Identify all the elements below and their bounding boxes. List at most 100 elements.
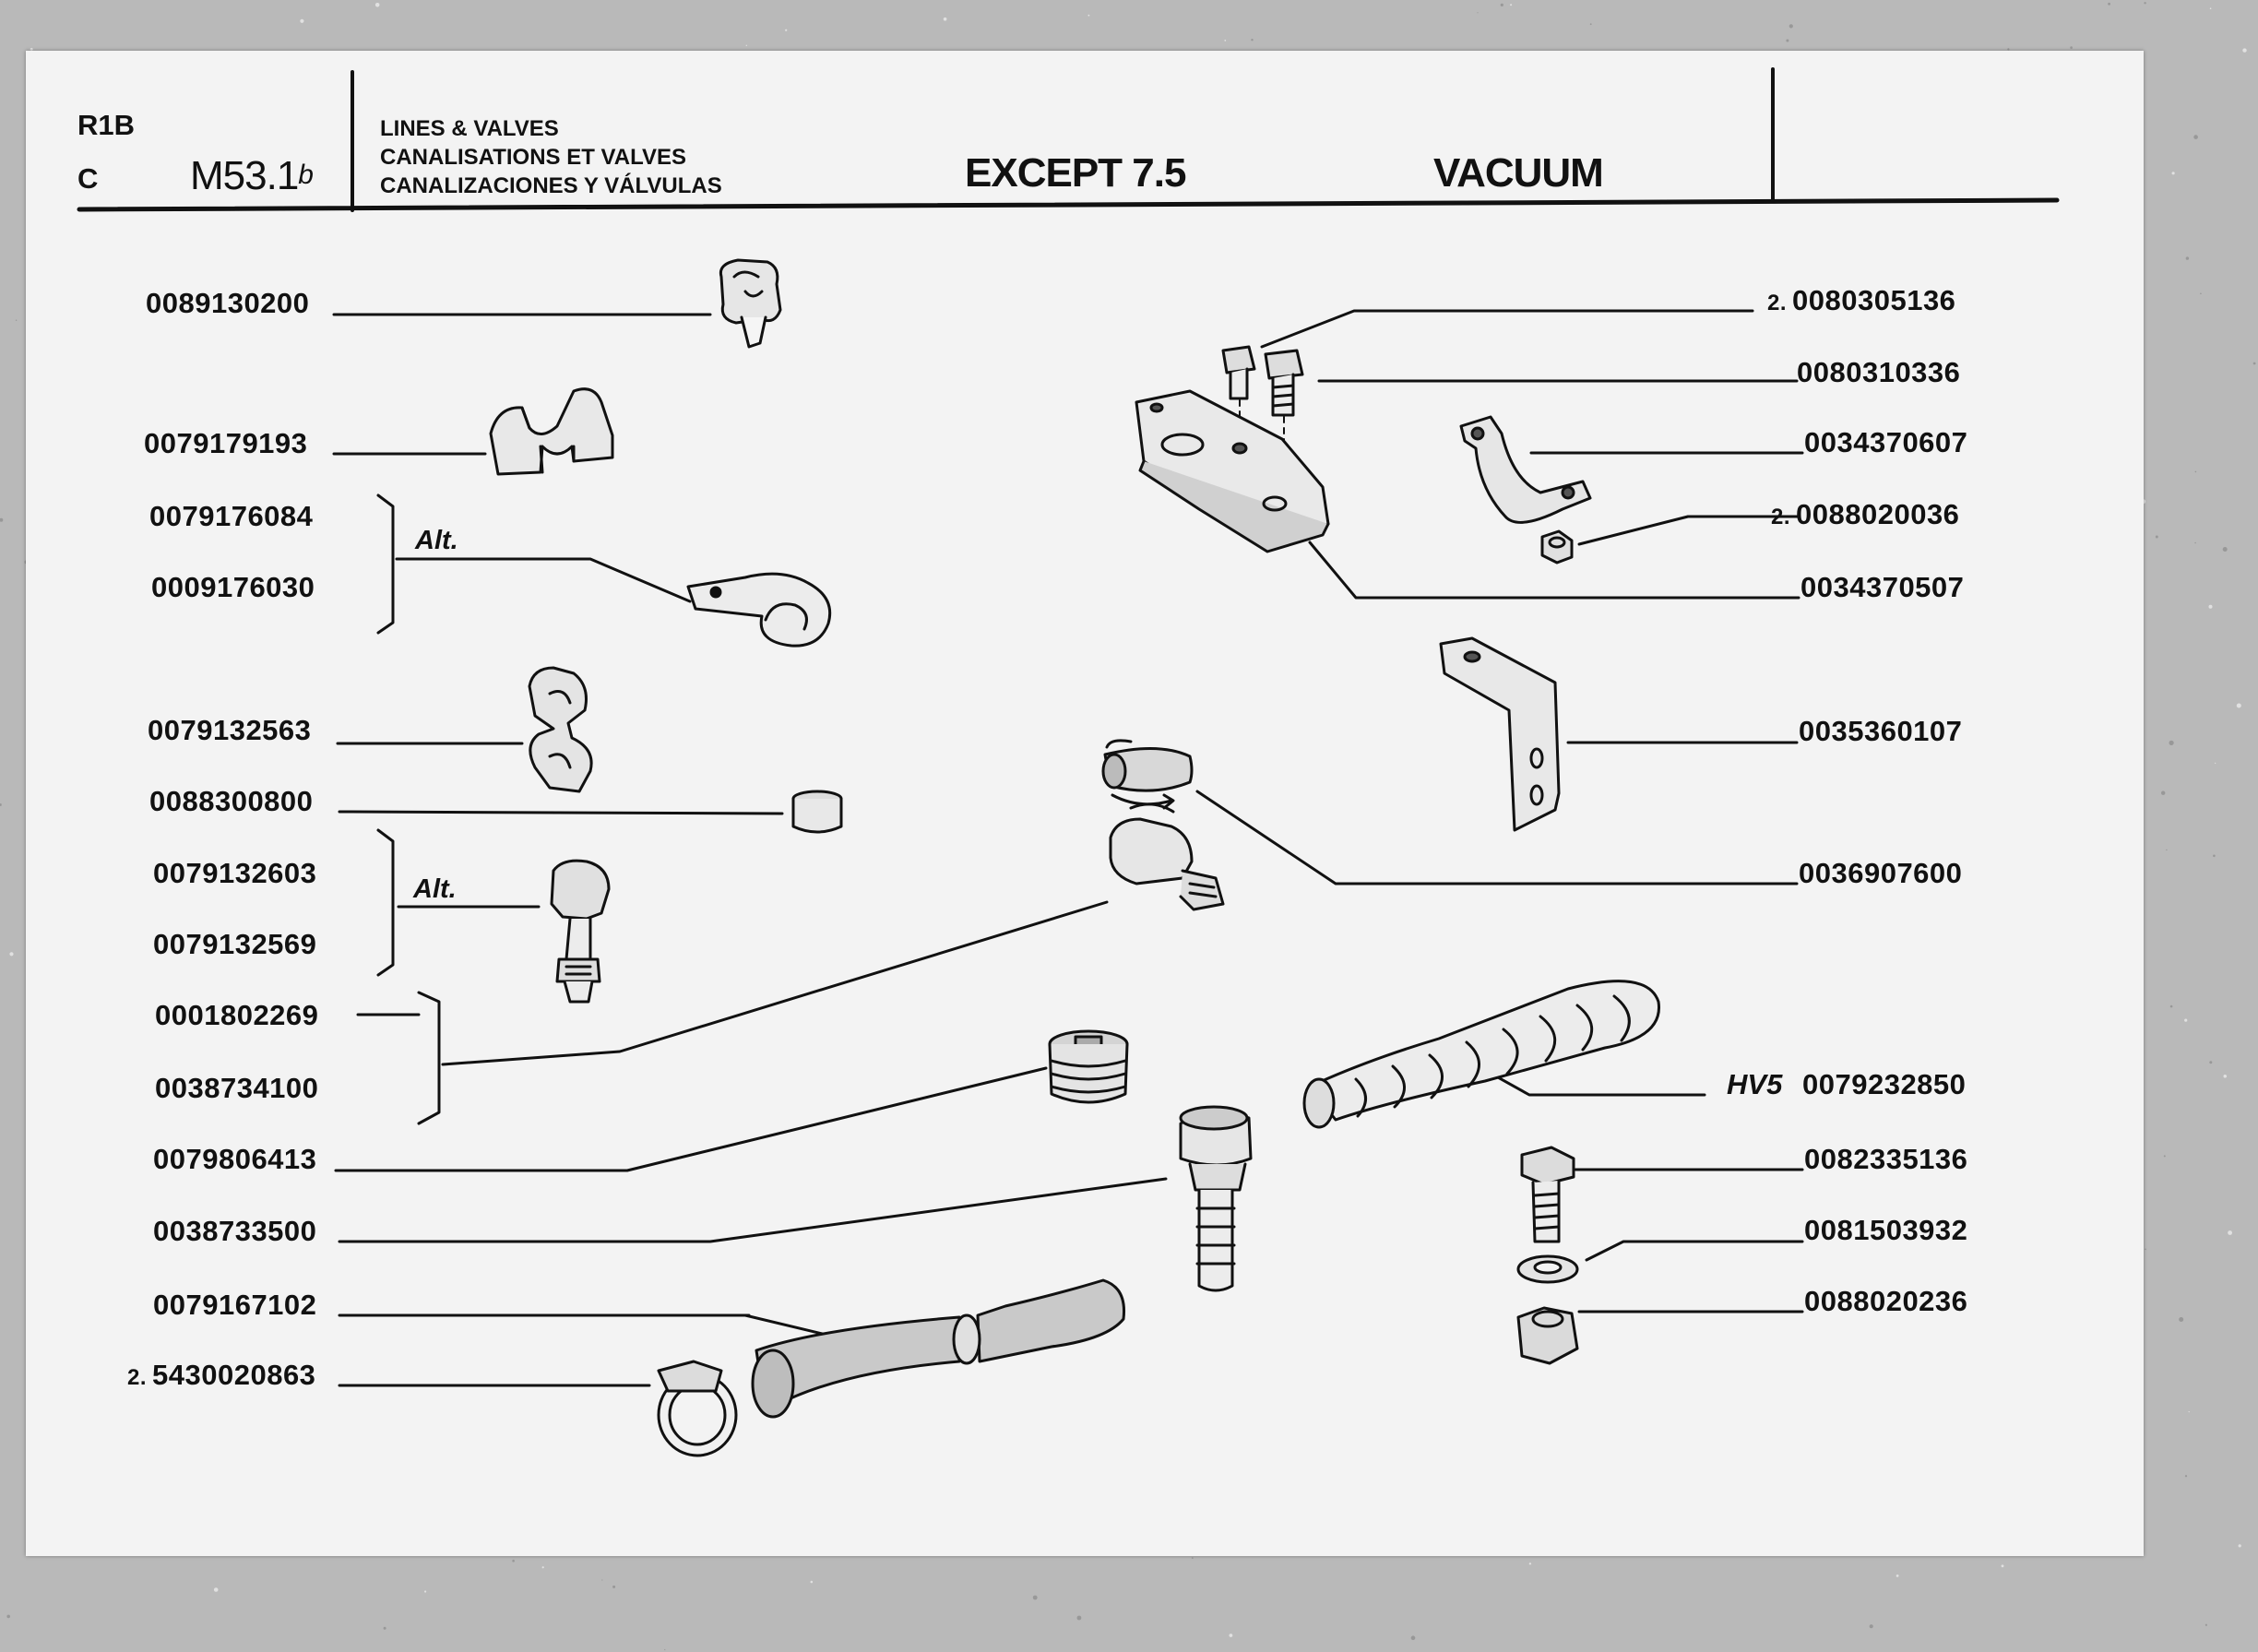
speckle-dot	[745, 44, 747, 46]
right-part-number-3: 0034370607	[1804, 426, 1968, 458]
left-part-number-4: 0009176030	[151, 571, 315, 603]
speckle-dot	[2169, 740, 2174, 746]
speckle-dot	[1076, 1615, 1082, 1621]
left-part-number-13: 0079167102	[153, 1289, 317, 1321]
speckle-dot	[2145, 1248, 2146, 1251]
left-part-number-7: 0079132603	[153, 857, 317, 889]
right-part-number-8: 0079232850	[1802, 1068, 1967, 1100]
left-part-number-11: 0079806413	[153, 1143, 317, 1175]
alt-label-1: Alt.	[415, 526, 458, 555]
left-part-number-14: 2.5430020863	[127, 1359, 316, 1391]
left-part-number-6: 0088300800	[149, 785, 314, 817]
sleeve-part	[1105, 739, 1133, 749]
speckle-dot	[2205, 1623, 2207, 1626]
speckle-dot	[374, 3, 380, 7]
speckle-dot	[2184, 1018, 2188, 1022]
speckle-dot	[1528, 1563, 1532, 1565]
rubber-hose-part	[751, 1278, 1126, 1419]
mounting-plate-part	[1135, 389, 1330, 553]
speckle-dot	[1786, 39, 1789, 42]
speckle-dot	[2194, 470, 2197, 473]
right-part-number-6: 0035360107	[1799, 715, 1963, 747]
speckle-dot	[2169, 1004, 2173, 1008]
plate-suffix: b	[298, 160, 314, 190]
speckle-dot	[1224, 40, 1227, 42]
speckle-dot	[2184, 1475, 2188, 1478]
speckle-dot	[2208, 604, 2213, 609]
strap-bracket-part	[1459, 415, 1592, 524]
right-part-number-4: 2.0088020036	[1771, 498, 1960, 530]
speckle-dot	[1869, 1624, 1873, 1629]
speckle-dot	[1192, 1557, 1194, 1559]
p-clip-part	[686, 572, 832, 648]
speckle-dot	[0, 803, 2, 806]
right-part-number-5: 0034370507	[1800, 571, 1965, 603]
speckle-dot	[2179, 1317, 2184, 1322]
speckle-dot	[1500, 3, 1503, 6]
speckle-dot	[2163, 1155, 2166, 1158]
speckle-dot	[1229, 1634, 1233, 1637]
speckle-dot	[1251, 39, 1254, 42]
speckle-dot	[2185, 256, 2190, 260]
speckle-dot	[612, 1585, 616, 1588]
speckle-dot	[2007, 48, 2010, 51]
hv5-label: HV5	[1727, 1068, 1783, 1100]
speckle-dot	[2194, 541, 2196, 544]
speckle-dot	[300, 18, 304, 23]
hose-fitting-part	[1179, 1105, 1253, 1292]
small-nut-part	[1540, 529, 1574, 565]
speckle-dot	[2236, 703, 2241, 708]
double-clip-part	[528, 666, 593, 793]
speckle-dot	[1087, 14, 1090, 17]
speckle-dot	[9, 952, 14, 957]
system-label: VACUUM	[1433, 150, 1604, 196]
speckle-dot	[1789, 24, 1793, 29]
speckle-dot	[1510, 4, 1513, 6]
right-part-qty-4: 2.	[1771, 505, 1791, 529]
angle-bracket-part	[1439, 636, 1561, 832]
speckle-dot	[2108, 2, 2111, 6]
speckle-dot	[1896, 1575, 1899, 1577]
plate-number-text: M53.1	[190, 153, 299, 198]
speckle-dot	[2209, 7, 2212, 9]
speckle-dot	[0, 517, 4, 522]
code-c: C	[77, 162, 99, 195]
alt-label-2: Alt.	[413, 874, 457, 904]
speckle-dot	[541, 1566, 544, 1569]
header-rules	[77, 67, 2060, 212]
right-part-number-2: 0080310336	[1797, 356, 1961, 388]
bolts-part	[1221, 345, 1304, 490]
speckle-dot	[2001, 1564, 2004, 1568]
speckle-dot	[2238, 1544, 2241, 1548]
title-block: LINES & VALVES CANALISATIONS ET VALVES C…	[380, 114, 722, 200]
right-part-number-10: 0081503932	[1804, 1214, 1968, 1246]
speckle-dot	[1477, 12, 1479, 14]
speckle-dot	[2193, 135, 2198, 139]
right-part-number-1: 2.0080305136	[1767, 284, 1956, 316]
left-part-number-9: 0001802269	[155, 999, 319, 1031]
left-part-number-8: 0079132569	[153, 928, 317, 960]
left-part-qty-14: 2.	[127, 1365, 148, 1390]
cap-part	[791, 790, 843, 834]
push-clip-part	[719, 258, 782, 349]
speckle-dot	[1410, 1635, 1416, 1640]
speckle-dot	[2209, 1061, 2213, 1064]
speckle-dot	[810, 1580, 814, 1584]
left-part-number-2: 0079179193	[144, 427, 308, 459]
variant-label: EXCEPT 7.5	[965, 150, 1186, 196]
speckle-dot	[1032, 1595, 1038, 1600]
title-en: LINES & VALVES	[380, 116, 559, 141]
title-fr: CANALISATIONS ET VALVES	[380, 145, 687, 170]
left-leader-lines	[332, 313, 1168, 1387]
spiral-hose-part	[1302, 980, 1660, 1129]
speckle-dot	[424, 1590, 427, 1593]
washer-part	[1516, 1254, 1579, 1284]
left-part-number-3: 0079176084	[149, 500, 314, 532]
hex-nut-part	[1516, 1306, 1579, 1365]
speckle-dot	[2171, 172, 2175, 175]
speckle-dot	[15, 319, 18, 321]
speckle-dot	[2200, 292, 2202, 295]
left-part-number-1: 0089130200	[146, 287, 310, 319]
speckle-dot	[383, 1626, 386, 1630]
